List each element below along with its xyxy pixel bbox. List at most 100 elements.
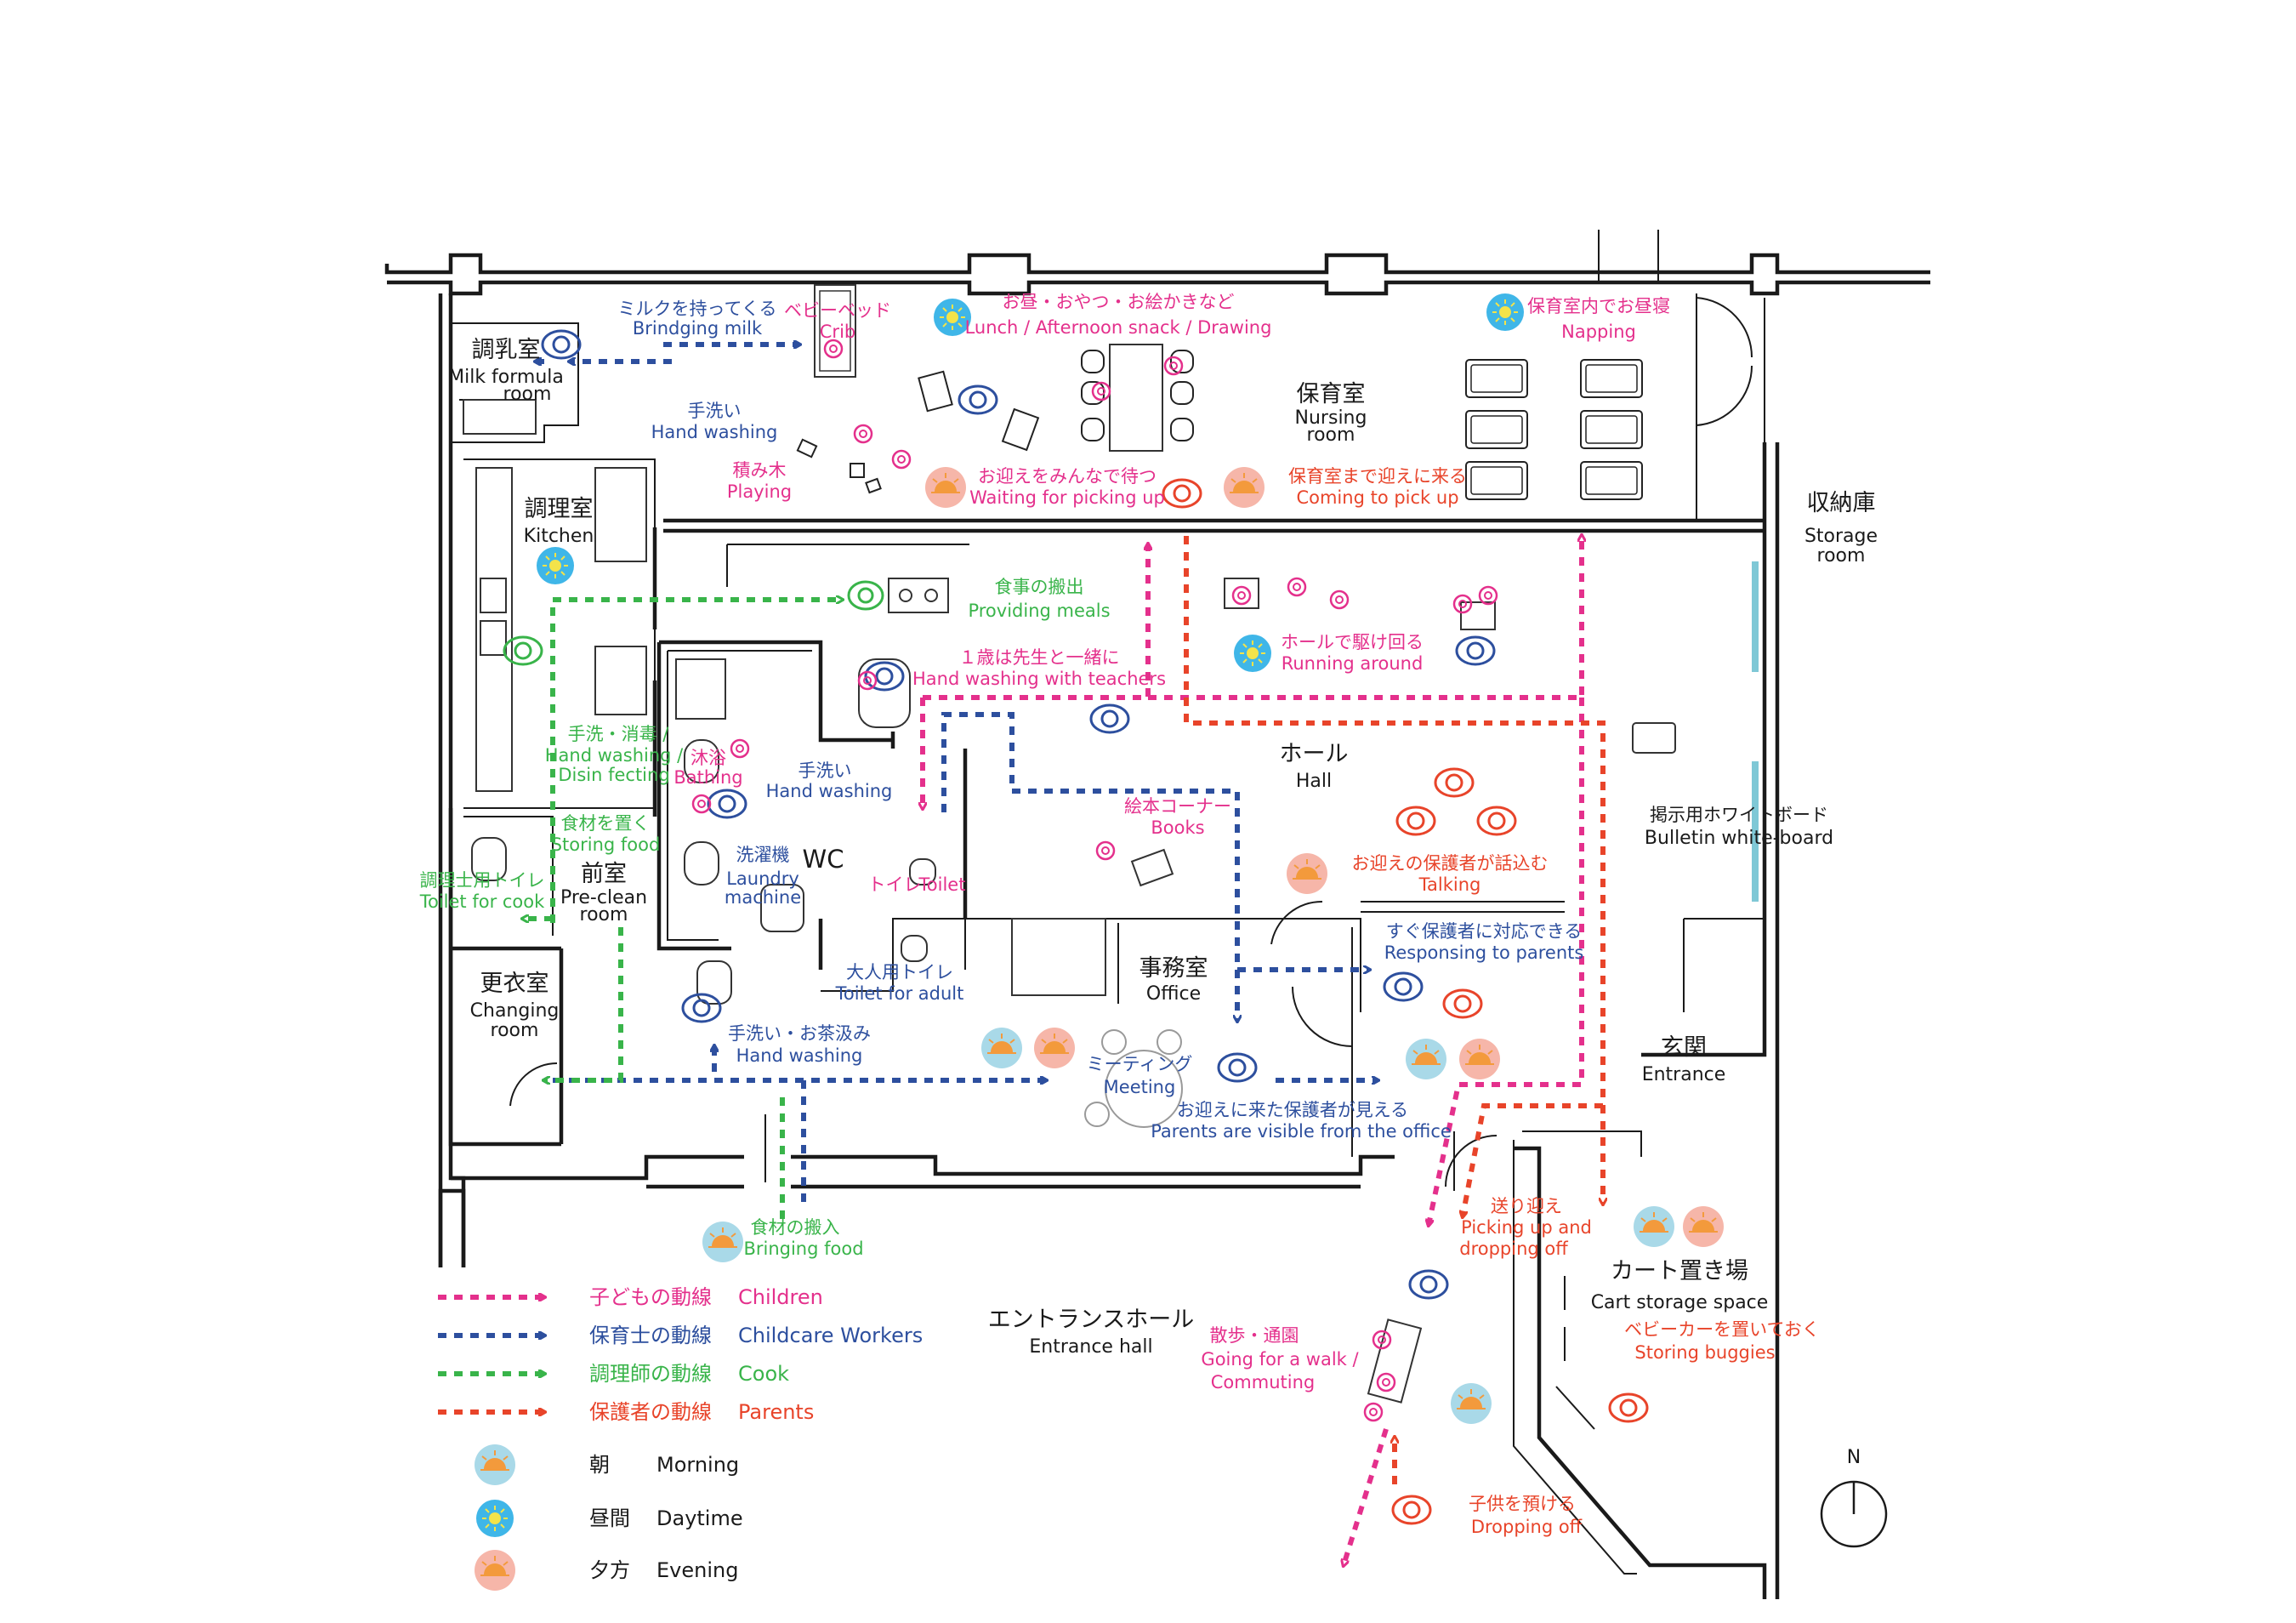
legend-cook: 調理師の動線 Cook [438,1362,789,1386]
storage-room-jp: 収納庫 [1807,490,1876,516]
bath-label-en: Bathing [673,767,742,788]
come-label-en: Coming to pick up [1296,487,1458,508]
hw3-label-jp: 手洗い・お茶汲み [728,1023,871,1044]
store-label-jp: 食材を置く [561,813,651,834]
bath-label-jp: 沐浴 [691,748,726,768]
storage-room-en1: Storage [1804,526,1878,547]
legend-morning: 朝 Morning [474,1444,739,1486]
run-label-jp: ホールで駆け回る [1281,632,1424,652]
store-label-en: Storing food [551,834,661,855]
legend-morning-en: Morning [656,1453,739,1477]
compass-label: N [1847,1447,1861,1468]
come-label-jp: 保育室まで迎えに来る [1288,466,1467,487]
bring-label-jp: 食材の搬入 [751,1217,840,1238]
dis-label-jp: 手洗・消毒 / [568,724,670,744]
entrance-jp: 玄関 [1661,1034,1707,1061]
storage-room-en2: room [1817,545,1866,567]
hall-jp: ホール [1280,741,1349,767]
legend-children-jp: 子どもの動線 [589,1285,712,1309]
furniture [463,284,1676,1430]
kitchen-jp: 調理室 [525,496,594,522]
drop-label-jp: 子供を預ける [1469,1494,1576,1514]
nursing-room-en2: room [1307,424,1355,446]
changing-en2: room [491,1020,539,1041]
cooktoilet-label-en: Toilet for cook [419,891,545,912]
pick-label-en1: Picking up and [1461,1217,1592,1238]
wait-label-jp: お迎えをみんなで待つ [978,466,1157,487]
talk-label-jp: お迎えの保護者が話込む [1352,853,1549,874]
nursing-room-jp: 保育室 [1297,381,1366,407]
milk-label-jp: ミルクを持ってくる [618,299,777,319]
respond-label-en: Responsing to parents [1384,942,1584,963]
legend-daytime-jp: 昼間 [589,1506,630,1530]
legend: 子どもの動線 Children 保育士の動線 Childcare Workers… [438,1285,923,1592]
crib-label-jp: ベビーベッド [784,300,891,321]
north-compass-icon: N [1820,1447,1888,1548]
meals-label-en: Providing meals [968,601,1110,621]
milk-room-jp: 調乳室 [472,337,541,363]
hall-en: Hall [1296,771,1332,792]
walk-label-en2: Commuting [1211,1372,1315,1392]
meet-label-jp: ミーティング [1087,1054,1193,1074]
hw2-label-en: Hand washing [766,781,893,801]
legend-cook-en: Cook [738,1362,789,1386]
buggy-label-en: Storing buggies [1634,1342,1775,1363]
books-label-en: Books [1151,817,1204,838]
entrance-hall-en: Entrance hall [1029,1336,1152,1358]
cart-en: Cart storage space [1591,1292,1769,1313]
cooktoilet-label-jp: 調理士用トイレ [420,870,545,891]
changing-jp: 更衣室 [480,971,549,997]
milk-room-en2: room [503,384,552,405]
play-label-jp: 積み木 [733,460,787,481]
dis-label-en2: Disin fecting [558,765,669,785]
laundry-label-en2: machine [725,887,801,908]
activity-labels: ミルクを持ってくる Brindging milk ベビーベッド Crib お昼・… [419,292,1820,1537]
visible-label-jp: お迎えに来た保護者が見える [1177,1100,1408,1120]
adult-label-en: Toilet for adult [835,983,964,1004]
preclean-en2: room [580,904,628,925]
hw3-label-en: Hand washing [736,1045,863,1066]
toilet-label-en: Toilet [918,874,966,895]
route-parents [1184,536,1603,1484]
cart-jp: カート置き場 [1611,1258,1748,1284]
changing-en1: Changing [470,1000,560,1022]
legend-evening: 夕方 Evening [474,1549,738,1592]
respond-label-jp: すぐ保護者に対応できる [1386,921,1583,942]
legend-workers-en: Childcare Workers [738,1324,923,1347]
run-label-en: Running around [1282,653,1424,674]
wc-label: WC [803,845,844,874]
office-en: Office [1146,983,1201,1005]
hw2-label-jp: 手洗い [798,760,852,781]
teach-label-jp: １歳は先生と一緒に [959,647,1120,668]
laundry-label-jp: 洗濯機 [736,845,790,865]
legend-parents: 保護者の動線 Parents [438,1400,814,1424]
talk-label-en: Talking [1418,874,1481,895]
route-cook [523,600,842,1225]
milk-room-en1: Milk formula [448,367,564,388]
meals-label-jp: 食事の搬出 [995,577,1084,597]
legend-evening-jp: 夕方 [589,1558,630,1582]
legend-daytime: 昼間 Daytime [475,1499,743,1538]
preclean-en1: Pre-clean [560,887,647,908]
laundry-label-en1: Laundry [726,868,799,889]
dis-label-en1: Hand washing / [545,745,684,766]
hw1-label-en: Hand washing [651,422,778,442]
room-labels: 調乳室 Milk formula room 保育室 Nursing room 収… [448,337,1878,1358]
walk-label-jp: 散歩・通園 [1210,1325,1299,1346]
pick-label-en2: dropping off [1459,1239,1568,1259]
preclean-jp: 前室 [581,861,627,887]
entrance-en: Entrance [1642,1064,1726,1085]
kitchen-en: Kitchen [524,526,594,547]
drop-label-en: Dropping off [1471,1517,1583,1537]
route-children [923,536,1582,1565]
legend-workers-jp: 保育士の動線 [589,1324,712,1347]
office-jp: 事務室 [1139,955,1208,982]
adult-label-jp: 大人用トイレ [846,962,953,982]
nursing-room-en1: Nursing [1295,407,1367,429]
route-workers [536,345,1378,1208]
crib-label-en: Crib [820,322,855,342]
legend-morning-jp: 朝 [589,1453,610,1477]
buggy-label-jp: ベビーカーを置いておく [1624,1319,1820,1340]
legend-parents-en: Parents [738,1400,814,1424]
